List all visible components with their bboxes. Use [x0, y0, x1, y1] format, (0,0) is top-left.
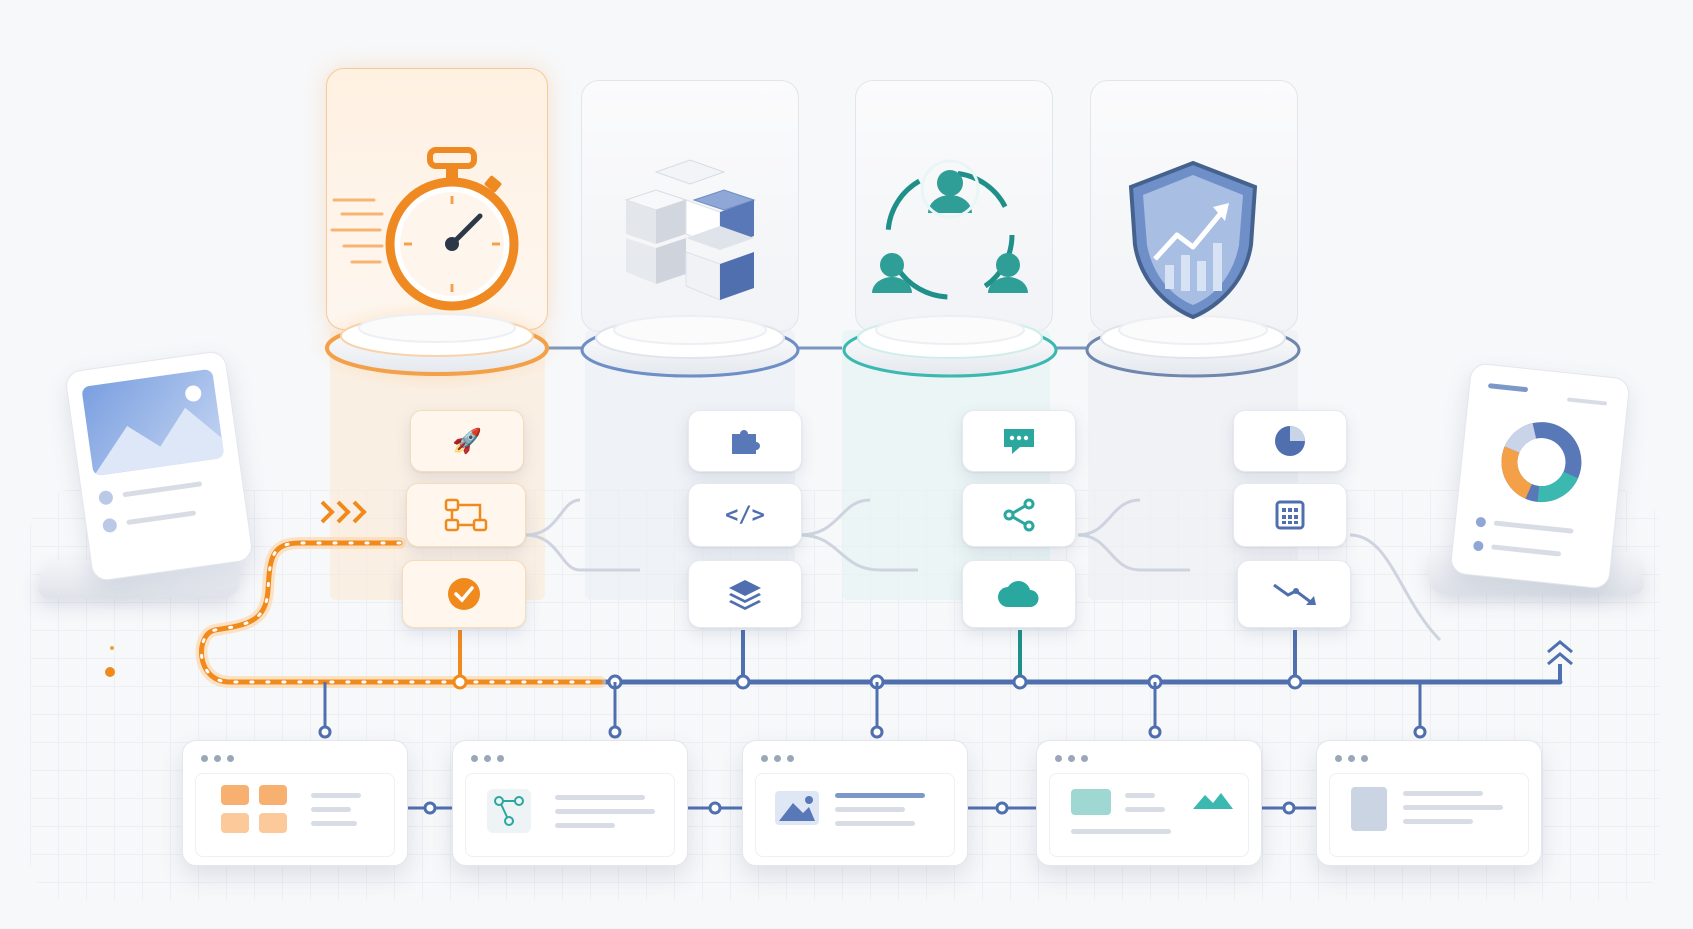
flowchart-icon	[444, 498, 488, 532]
screen-grid-tiles[interactable]	[182, 740, 408, 866]
platform-security-growth	[1085, 315, 1301, 378]
platform-modular	[580, 315, 800, 378]
media-thumbnail	[1071, 789, 1111, 815]
screen-document[interactable]	[1316, 740, 1542, 866]
screen-image-text[interactable]	[742, 740, 968, 866]
module-chat[interactable]	[962, 410, 1076, 472]
module-puzzle[interactable]	[688, 410, 802, 472]
module-pie-chart[interactable]	[1233, 410, 1347, 472]
layers-icon	[729, 580, 761, 610]
puzzle-icon	[732, 430, 760, 454]
module-rocket[interactable]: 🚀	[410, 410, 524, 472]
document-block	[1351, 787, 1387, 831]
mountain-chart-icon	[1193, 793, 1233, 809]
module-cloud[interactable]	[962, 560, 1076, 628]
code-icon: </>	[725, 502, 765, 528]
module-layers[interactable]	[688, 560, 802, 628]
module-calculator[interactable]	[1233, 483, 1347, 547]
calculator-icon	[1275, 500, 1305, 530]
donut-chart-icon	[1501, 422, 1582, 503]
screen-media-chart[interactable]	[1036, 740, 1262, 866]
checkmark-icon	[448, 578, 480, 610]
cube-blocks-icon	[624, 159, 756, 301]
platform-collaboration	[842, 315, 1058, 378]
platform-speed	[307, 300, 567, 390]
rocket-icon: 🚀	[452, 427, 482, 455]
team-network-icon	[872, 159, 1028, 300]
stopwatch-icon	[330, 147, 519, 311]
pie-chart-icon	[1275, 426, 1305, 456]
module-trend-down[interactable]	[1237, 560, 1351, 628]
module-share[interactable]	[962, 483, 1076, 547]
shield-chart-icon	[1128, 160, 1258, 320]
image-placeholder	[81, 368, 225, 477]
trend-down-icon	[1273, 583, 1316, 605]
screen-node-graph[interactable]	[452, 740, 688, 866]
node-graph-icon	[487, 789, 531, 833]
cloud-icon	[998, 581, 1039, 607]
tablet-image-preview[interactable]	[64, 349, 254, 583]
module-flowchart[interactable]	[406, 483, 526, 547]
chevrons-icon	[320, 500, 367, 524]
image-icon	[775, 791, 819, 825]
tablet-donut-chart[interactable]	[1449, 362, 1631, 590]
module-code[interactable]: </>	[688, 483, 802, 547]
chat-icon	[1004, 429, 1034, 454]
module-checkmark[interactable]	[402, 560, 526, 628]
share-icon	[1003, 498, 1035, 532]
